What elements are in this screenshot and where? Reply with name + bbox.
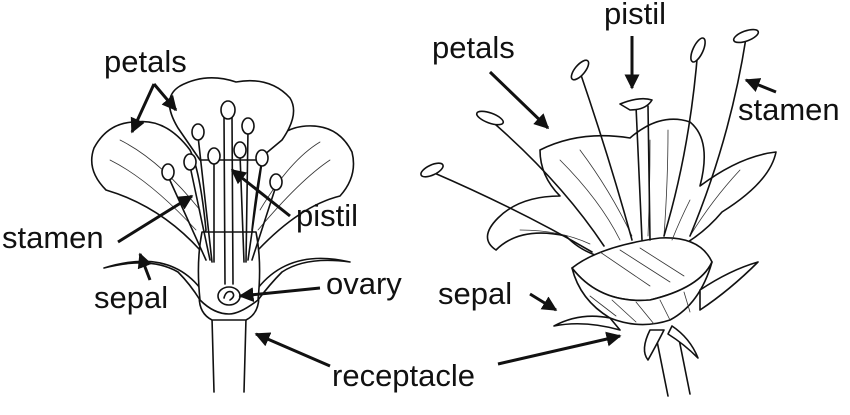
- arrow-right-petals: [488, 70, 550, 130]
- right-sepal-bottom: [643, 329, 665, 361]
- labels: petals stamen pistil sepal ovary recepta…: [2, 0, 840, 393]
- label-left-stamen: stamen: [2, 220, 104, 255]
- label-arrows: [117, 36, 777, 368]
- arrow-receptacle-left: [254, 332, 331, 368]
- label-receptacle: receptacle: [332, 358, 475, 393]
- right-petal-back: [486, 118, 777, 263]
- right-sepal-left: [553, 315, 621, 331]
- arrow-left-petals-2: [152, 83, 178, 112]
- label-right-stamen: stamen: [738, 92, 840, 127]
- left-pistil-style: [223, 115, 234, 285]
- label-left-pistil: pistil: [296, 198, 358, 233]
- left-flower-cross-section: [90, 77, 355, 393]
- arrow-left-petals-1: [130, 83, 156, 134]
- label-right-petals: petals: [432, 30, 515, 65]
- right-sepal-right: [699, 261, 759, 311]
- left-stem: [211, 317, 247, 393]
- arrow-left-pistil: [230, 168, 291, 218]
- arrow-left-sepal: [137, 252, 152, 281]
- left-anthers: [161, 117, 283, 191]
- left-stamen-filaments: [167, 129, 277, 263]
- left-ovary: [217, 286, 241, 306]
- arrow-right-stamen: [744, 78, 777, 94]
- right-sepal-bottom-2: [667, 325, 699, 359]
- arrow-left-ovary: [238, 286, 321, 303]
- arrow-left-stamen: [117, 194, 194, 244]
- label-right-pistil: pistil: [604, 0, 666, 31]
- left-sepal-left: [103, 260, 201, 301]
- arrow-receptacle-right: [497, 331, 622, 366]
- left-sepal-right: [257, 257, 351, 301]
- right-flower-side-view: [420, 28, 777, 397]
- label-left-petals: petals: [104, 44, 187, 79]
- arrow-right-sepal: [529, 292, 558, 312]
- right-stem: [655, 333, 691, 397]
- label-left-sepal: sepal: [94, 280, 168, 315]
- label-left-ovary: ovary: [326, 266, 402, 301]
- left-pistil-stigma: [220, 100, 236, 120]
- right-stamen-filaments: [431, 37, 747, 253]
- label-right-sepal: sepal: [438, 276, 512, 311]
- right-pistil: [635, 105, 651, 241]
- left-petal-right: [251, 125, 355, 251]
- right-anthers: [420, 28, 760, 178]
- right-pistil-stigma: [619, 97, 653, 111]
